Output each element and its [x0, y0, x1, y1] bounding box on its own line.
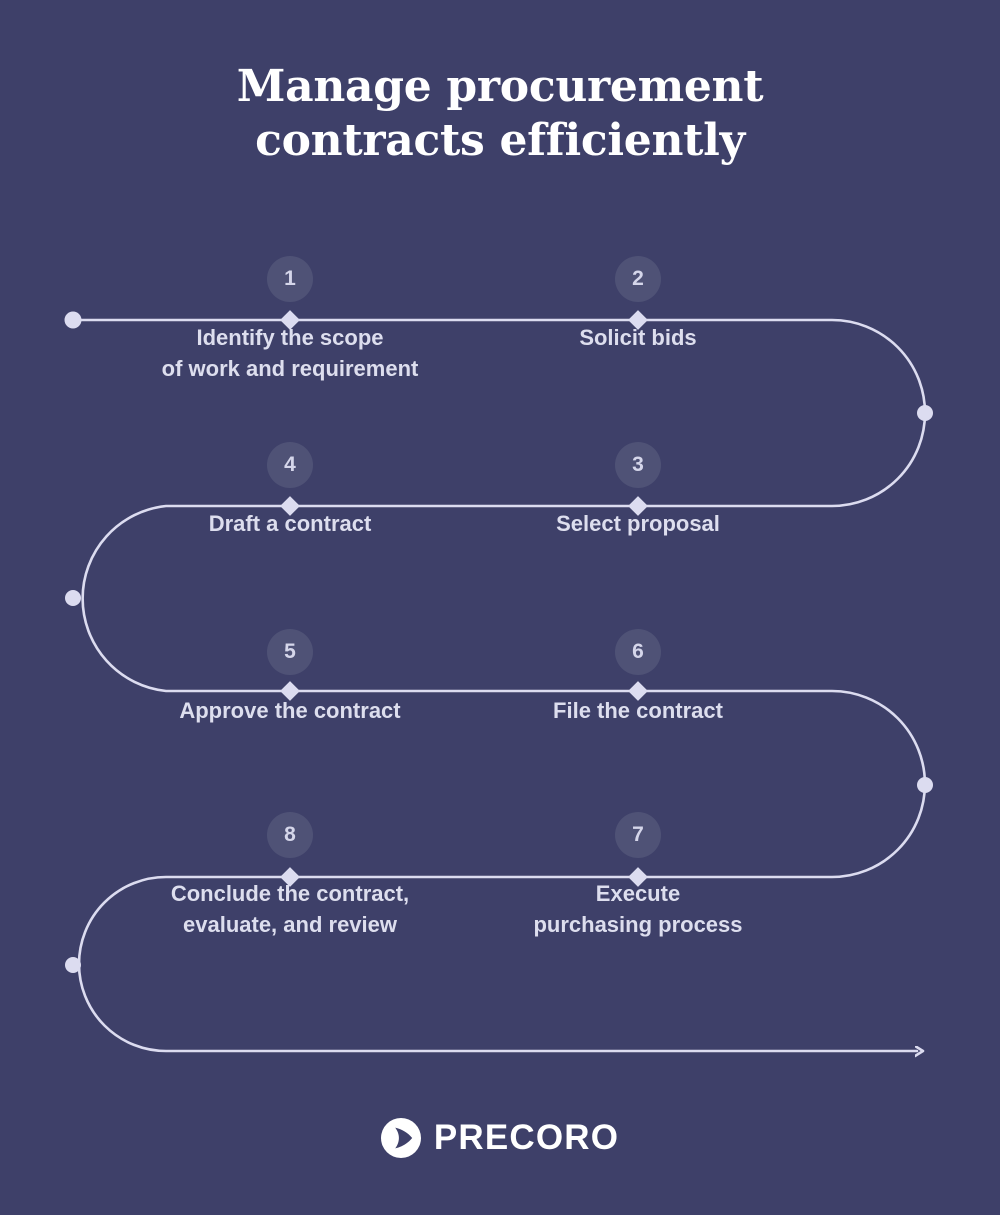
- step-label: Conclude the contract, evaluate, and rev…: [170, 881, 410, 937]
- step-5[interactable]: 5 Approve the contract: [110, 629, 470, 726]
- step-4[interactable]: 4 Draft a contract: [110, 442, 470, 539]
- start-dot: [64, 311, 82, 329]
- step-3[interactable]: 3 Select proposal: [458, 442, 818, 539]
- step-6[interactable]: 6 File the contract: [458, 629, 818, 726]
- turn-dot: [917, 777, 933, 793]
- precoro-wordmark: PRECORO: [433, 1118, 620, 1157]
- step-number-badge: 8: [267, 812, 313, 858]
- step-label: Identify the scope of work and requireme…: [161, 325, 419, 381]
- step-number-badge: 3: [615, 442, 661, 488]
- turn-dot: [65, 590, 81, 606]
- turn-dot: [917, 405, 933, 421]
- step-label: File the contract: [553, 698, 723, 723]
- step-number-badge: 7: [615, 812, 661, 858]
- page-title: Manage procurement contracts efficiently: [236, 61, 764, 166]
- step-number-badge: 5: [267, 629, 313, 675]
- step-2[interactable]: 2 Solicit bids: [458, 256, 818, 353]
- step-label: Approve the contract: [179, 698, 401, 723]
- turn-dot: [65, 957, 81, 973]
- step-number-badge: 2: [615, 256, 661, 302]
- step-number-badge: 6: [615, 629, 661, 675]
- step-1[interactable]: 1 Identify the scope of work and require…: [110, 256, 470, 384]
- step-label: Solicit bids: [579, 325, 697, 350]
- step-label: Draft a contract: [208, 511, 372, 536]
- step-7[interactable]: 7 Execute purchasing process: [458, 812, 818, 940]
- precoro-logo[interactable]: PRECORO: [0, 1118, 1000, 1158]
- step-label: Select proposal: [556, 511, 720, 536]
- step-number-badge: 1: [267, 256, 313, 302]
- step-label: Execute purchasing process: [533, 881, 743, 937]
- precoro-play-circle-icon: [380, 1118, 421, 1158]
- step-number-badge: 4: [267, 442, 313, 488]
- step-8[interactable]: 8 Conclude the contract, evaluate, and r…: [110, 812, 470, 940]
